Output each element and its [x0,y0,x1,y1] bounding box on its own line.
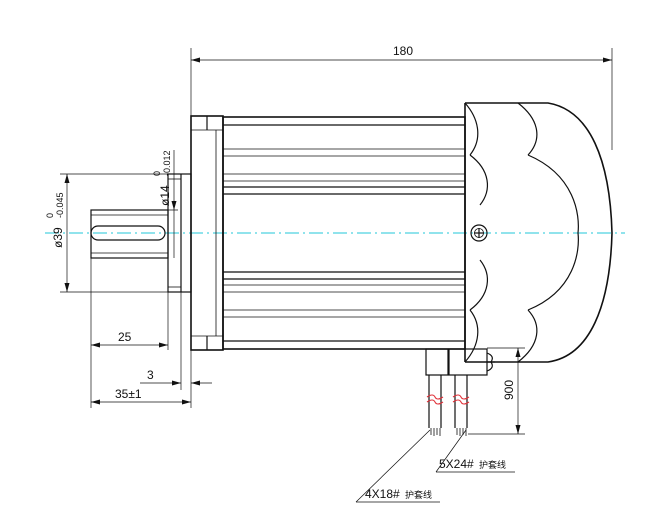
cable-label-5x24: 5X24# 护套线 [435,429,515,473]
svg-text:护套线: 护套线 [479,459,506,470]
svg-text:4X18#: 4X18# [365,487,400,501]
svg-text:0: 0 [45,213,55,218]
dim-label-900: 900 [502,380,516,400]
dim-flange-to-end: 35±1 [91,387,191,405]
dim-pilot-diameter: ø39 0 -0.045 [45,173,168,293]
dim-shoulder: 3 [140,292,212,408]
cable-label-4x18: 4X18# 护套线 [355,429,440,503]
shaft [90,209,169,259]
dim-label-35: 35±1 [115,387,142,401]
dim-lead-length: 900 [468,347,525,435]
dim-shaft-length: 25 [90,258,169,408]
svg-text:-0.045: -0.045 [55,192,65,218]
dim-shaft-diameter: ø14 0 -0.012 [152,150,178,258]
dim-label-25: 25 [118,330,132,344]
dim-label-14: ø14 [158,185,172,206]
svg-text:-0.012: -0.012 [162,150,172,176]
motor-body [222,116,466,350]
pilot-boss [167,173,192,293]
dim-label-3: 3 [147,368,154,382]
ground-screw-icon [470,224,488,242]
svg-text:护套线: 护套线 [405,489,432,500]
cable-glands [425,348,495,436]
end-cap [464,102,613,363]
dim-overall-length: 180 [190,44,613,150]
dim-label-180: 180 [393,44,413,58]
dim-label-39: ø39 [51,227,65,248]
svg-text:0: 0 [152,171,162,176]
svg-text:5X24#: 5X24# [439,457,474,471]
